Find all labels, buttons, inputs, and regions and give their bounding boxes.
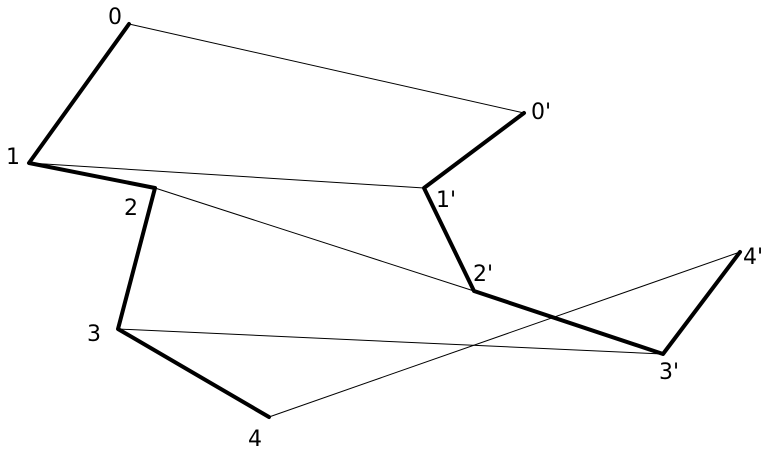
label-p2: 2 <box>124 196 138 221</box>
correspondence-line-p0-q0 <box>128 23 525 114</box>
correspondence-line-p4-q4 <box>268 251 741 418</box>
label-p4: 4 <box>248 427 262 452</box>
label-p1: 1 <box>6 145 20 170</box>
correspondence-line-p3-q3 <box>117 328 664 355</box>
label-p0: 0 <box>108 5 122 30</box>
correspondence-lines <box>28 23 741 418</box>
label-q0: 0' <box>531 100 551 125</box>
correspondence-line-p1-q1 <box>28 162 425 189</box>
label-p3: 3 <box>87 322 101 347</box>
chain-lines <box>27 22 742 419</box>
label-q3: 3' <box>659 360 679 385</box>
correspondence-line-p2-q2 <box>154 187 475 292</box>
chain-unprimed <box>27 22 271 419</box>
point-labels: 0 1 2 3 4 0' 1' 2' 3' 4' <box>6 5 763 452</box>
label-q4: 4' <box>743 245 763 270</box>
label-q2: 2' <box>473 262 493 287</box>
chain-primed <box>422 111 742 356</box>
label-q1: 1' <box>436 188 456 213</box>
